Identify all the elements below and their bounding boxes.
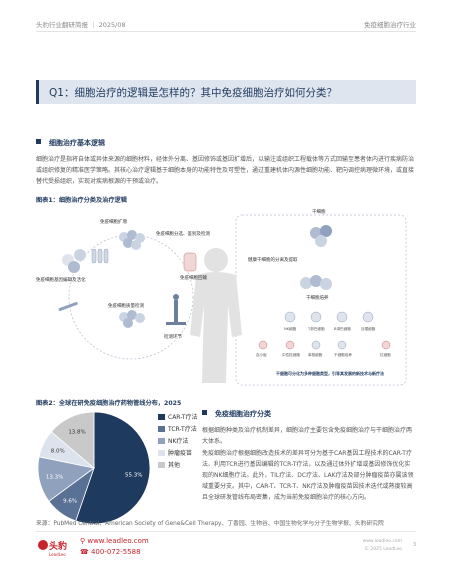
header-right: 免疫细胞治疗行业 [364,21,416,29]
legend-swatch [158,414,165,420]
cell-therapy-diagram: 免疫细胞扩增 免疫细胞基因编辑及活化 免疫细胞质量检测 检测环节 免疫细胞分选、… [36,208,407,386]
footer-divider [36,531,416,532]
legend-item: 肿瘤疫苗 [158,448,192,457]
question-band: Q1：细胞治疗的逻辑是怎样的？其中免疫细胞治疗如何分类？ [36,80,416,104]
test-tube-icon [91,248,109,264]
blood-bag-icon [183,252,197,272]
label-edit: 免疫细胞基因编辑及活化 [36,276,86,283]
label-m: 巨噬细胞 [361,326,376,331]
pie-slice [50,411,95,469]
label-detect: 检测环节 [164,333,182,340]
legend-label: 其他 [168,462,181,469]
square-bullet-icon [36,139,41,144]
label-stem-iso: 健康干细胞的分离及提取 [248,256,298,263]
label-neu: 中性粒细胞 [282,352,300,357]
figure2-title: 图表2：全球在研免疫细胞治疗药物管线分布，2025 [36,400,182,407]
label-quality: 免疫细胞质量检测 [108,302,144,309]
legend-label: NK疗法 [168,438,189,445]
label-t: T淋巴细胞 [307,326,325,331]
pipeline-pie-chart: 55.3% 9.6% 13.3% 8.0% 13.8% [37,411,151,525]
label-b: B淋巴细胞 [334,326,351,331]
section-heading-basic-logic: 细胞治疗基本逻辑 [36,138,105,148]
differentiated-cells-row2 [258,340,391,350]
cell-cluster-edit [62,249,86,273]
svg-text:头豹: 头豹 [49,540,67,552]
footer-website-link[interactable]: ⚲ www.leadleo.com [80,537,149,545]
cell-cluster-amplify [119,230,145,250]
legend-swatch [158,438,165,444]
stem-cell-cluster [310,225,332,247]
pie-slice-label: 8.0% [51,448,65,454]
pie-slice-label: 13.3% [46,475,63,481]
legend-swatch [158,426,165,432]
syringe-icon [58,301,78,312]
label-stem-usage: 干细胞培养 [334,352,352,357]
label-reinfuse: 免疫细胞回输 [180,274,207,281]
section-heading-classification: 免疫细胞治疗分类 [202,409,271,419]
pie-slice-label: 55.3% [125,473,142,479]
human-figure-icon [190,248,242,383]
label-sort: 免疫细胞分选、鉴别及检测 [156,230,210,237]
differentiated-cells-row1 [284,311,374,323]
legend-item: TCR-T疗法 [158,424,197,433]
footer-phone: ☎ 400-072-5588 [80,548,141,556]
leopard-head-icon [38,540,48,550]
classification-text-1: 根据细胞种类及治疗机制差异，细胞治疗主要包含免疫细胞治疗与干细胞治疗两大体系。 [202,427,413,445]
label-ery: 红细胞 [380,352,391,357]
legend-item: NK疗法 [158,436,188,445]
leadleo-logo: 头豹 LeadLeo [38,540,67,557]
question-title: Q1：细胞治疗的逻辑是怎样的？其中免疫细胞治疗如何分类？ [49,87,337,99]
page-header: 头豹行业翻研简报 ｜ 2025/08 免疫细胞治疗行业 [0,0,452,36]
svg-text:LeadLeo: LeadLeo [49,552,66,557]
source-note: 来源：PubMed Central、American Society of Ge… [36,521,384,527]
label-mono: 单核细胞 [308,352,323,357]
legend-item: 其他 [158,460,180,469]
legend-swatch [158,450,165,456]
label-plt: 血小板 [256,352,267,357]
header-divider [36,31,416,32]
cell-cluster-quality [119,310,145,328]
figure1-title: 图表1：细胞治疗分类及治疗逻辑 [36,197,127,204]
section-basic-logic-text: 细胞治疗是指将自体或异体来源的细胞材料，经体外分离、基因修饰或基因扩增后，以输注… [36,156,415,185]
label-stem: 干细胞 [312,208,326,215]
legend-label: TCR-T疗法 [168,426,197,433]
label-stem-amp: 干细胞培养 [306,294,329,301]
label-nk: NK细胞 [284,326,297,331]
legend-label: 肿瘤疫苗 [168,450,193,457]
stem-culture-cluster [300,275,332,290]
legend-swatch [158,462,165,468]
footer-right-2: © 2025 LeadLeo [364,547,402,552]
immune-cell-cycle [68,234,194,360]
header-left: 头豹行业翻研简报 ｜ 2025/08 [36,21,126,29]
footer-right-1: www.leadleo.com [362,539,402,544]
pie-slice-label: 9.6% [63,498,77,504]
classification-text-2: 免疫细胞治疗根据细胞改造技术的差异可分为基于CAR基因工程技术的CAR-T疗法、… [202,450,414,501]
legend-label: CAR-T疗法 [168,414,198,421]
pie-slice-label: 13.8% [68,429,85,435]
label-amplify: 免疫细胞扩增 [100,218,127,225]
legend-item: CAR-T疗法 [158,412,198,421]
microscope-icon [166,294,186,325]
page-number: 3 [412,542,416,548]
square-bullet-icon [202,410,207,415]
label-bottom: 干细胞可分化为多种细胞类型，引导其发展的新技术与新疗法 [276,370,384,376]
